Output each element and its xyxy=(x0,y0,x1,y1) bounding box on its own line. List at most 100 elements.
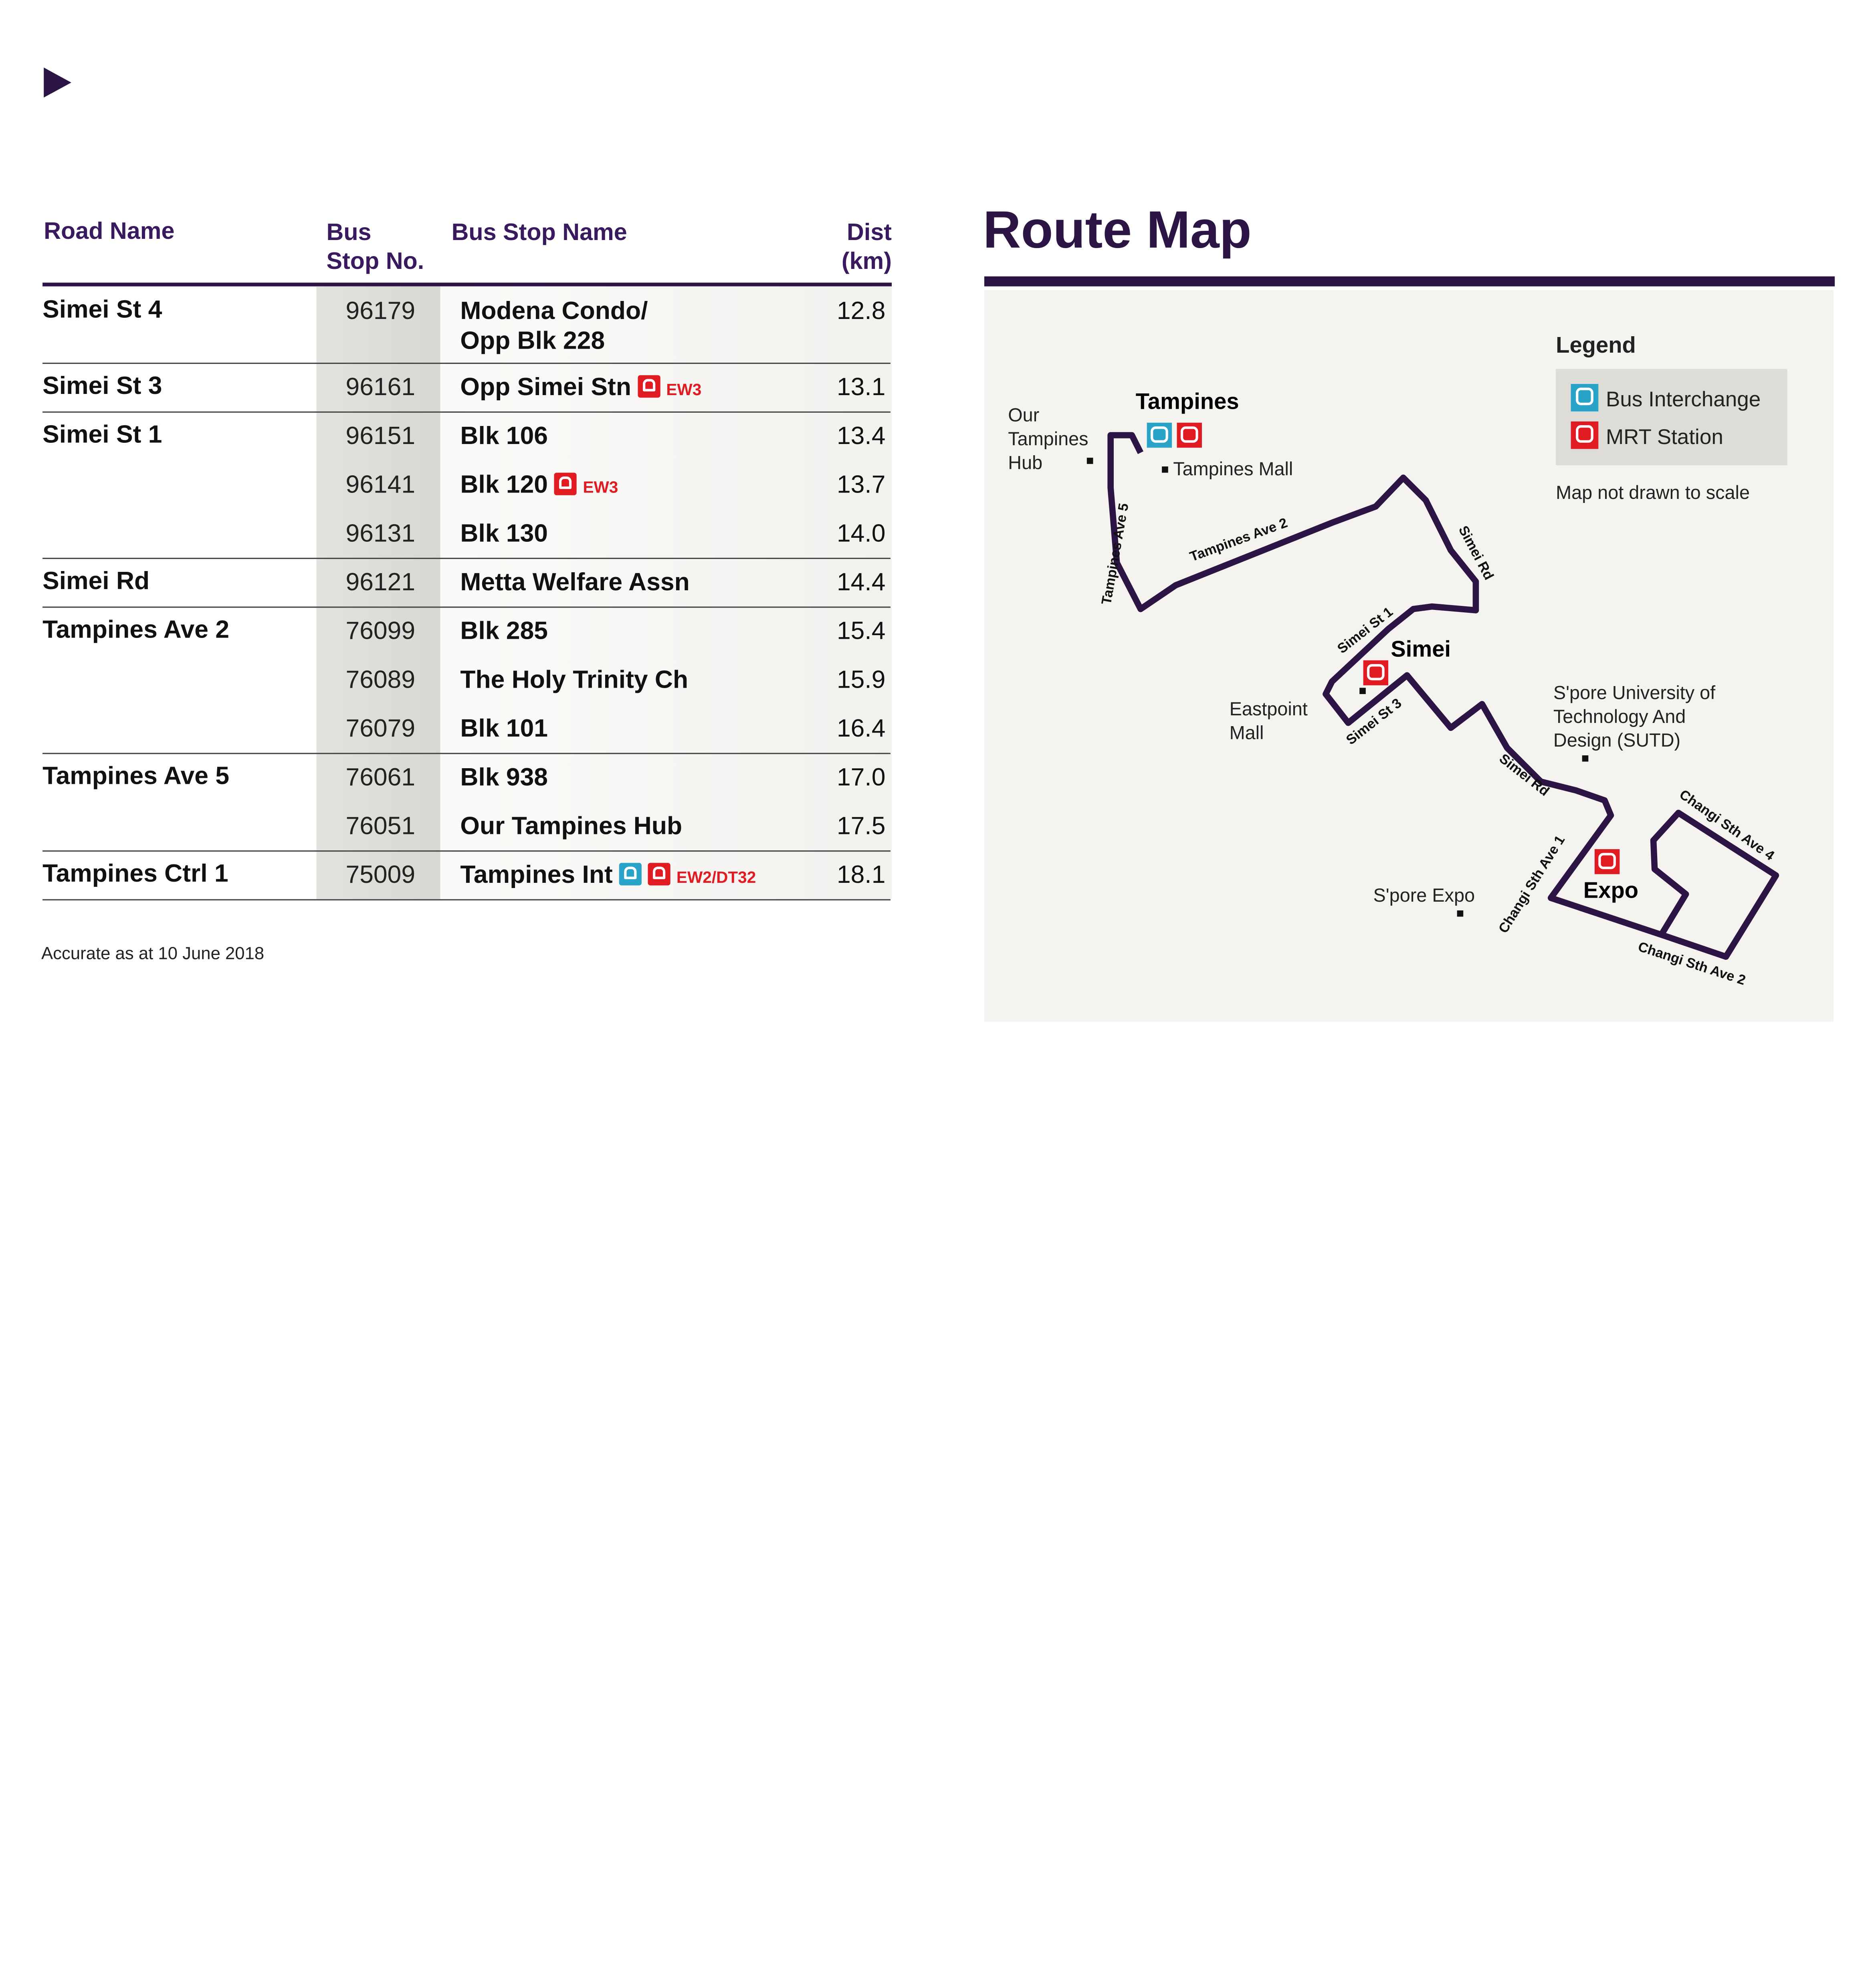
bus-stop-name-text: Blk 285 xyxy=(460,618,548,646)
bus-stop-no: 76061 xyxy=(345,764,416,792)
road-name: Simei St 1 xyxy=(42,421,162,449)
bus-stop-no: 96141 xyxy=(345,471,416,499)
simei-mrt-icon xyxy=(1363,660,1388,686)
mrt-station-icon xyxy=(554,472,577,495)
bus-stop-name-text: Modena Condo/ xyxy=(460,297,648,325)
bus-route-line xyxy=(1107,432,1779,960)
distance-km: 13.4 xyxy=(836,422,886,450)
bus-stop-name: Blk 938 xyxy=(460,763,548,793)
header-label: Bus xyxy=(326,220,372,246)
place-label: Design (SUTD) xyxy=(1553,730,1680,751)
play-arrow-icon xyxy=(44,67,71,98)
road-name: Simei St 4 xyxy=(42,296,162,324)
bus-stop-name-text: Blk 120 xyxy=(460,471,548,499)
distance-km: 14.0 xyxy=(836,520,886,548)
bus-stop-name: Blk 285 xyxy=(460,617,548,647)
distance-km: 14.4 xyxy=(836,569,886,597)
bus-stop-no: 96131 xyxy=(345,520,416,548)
landmark-marker xyxy=(1457,910,1464,917)
bus-stop-name: Modena Condo/Opp Blk 228 xyxy=(460,297,648,357)
bus-stop-name-text: The Holy Trinity Ch xyxy=(460,666,689,694)
road-name: Simei St 3 xyxy=(42,372,162,400)
distance-km: 15.4 xyxy=(836,618,886,646)
mrt-station-icon xyxy=(637,375,660,398)
row-divider xyxy=(42,363,891,364)
footnote: Accurate as at 10 June 2018 xyxy=(41,943,265,963)
bus-interchange-icon xyxy=(1571,384,1599,412)
place-label: Tampines Mall xyxy=(1173,458,1293,479)
bus-stop-no: 75009 xyxy=(345,862,416,889)
bus-stop-no: 76089 xyxy=(345,666,416,694)
place-label: Tampines xyxy=(1008,428,1088,449)
bus-stop-no: 76099 xyxy=(345,618,416,646)
tampines-mrt-icon xyxy=(1177,422,1202,448)
place-label: Mall xyxy=(1230,722,1264,743)
landmark-markers xyxy=(1086,458,1589,917)
row-divider xyxy=(42,850,891,852)
legend-box xyxy=(1556,369,1787,465)
place-label: S'pore University of xyxy=(1553,682,1716,703)
place-label: Hub xyxy=(1008,452,1042,473)
distance-km: 15.9 xyxy=(836,666,886,694)
header-divider xyxy=(42,283,892,287)
road-name: Simei Rd xyxy=(42,567,150,595)
stop-no-column-bg xyxy=(316,286,440,899)
station-label-expo: Expo xyxy=(1583,878,1638,903)
distance-km: 17.5 xyxy=(836,813,886,841)
tampines-bus-interchange-icon xyxy=(1147,422,1172,448)
header-label: Stop No. xyxy=(326,249,424,275)
station-label-simei: Simei xyxy=(1391,636,1451,661)
bus-stop-no: 96161 xyxy=(345,374,416,402)
distance-km: 18.1 xyxy=(836,862,886,889)
distance-km: 13.7 xyxy=(836,471,886,499)
place-label: S'pore Expo xyxy=(1373,885,1475,906)
bus-stop-name-text: Blk 938 xyxy=(460,764,548,792)
road-name: Tampines Ave 5 xyxy=(42,763,230,791)
bus-stop-name-text: Blk 130 xyxy=(460,520,548,548)
landmark-marker xyxy=(1582,755,1589,762)
row-divider xyxy=(42,557,891,559)
mrt-station-icon xyxy=(1571,421,1599,449)
road-label: Simei Rd xyxy=(1496,751,1552,799)
bus-stop-name: Our Tampines Hub xyxy=(460,811,682,842)
bus-stop-no: 96179 xyxy=(345,297,416,325)
bus-stop-name: Metta Welfare Assn xyxy=(460,568,689,598)
station-label-tampines: Tampines xyxy=(1136,388,1239,414)
distance-km: 16.4 xyxy=(836,715,886,743)
bus-stop-name-text: Blk 101 xyxy=(460,715,548,743)
bus-stop-no: 96151 xyxy=(345,422,416,450)
place-label: Technology And xyxy=(1553,706,1686,727)
bus-interchange-icon xyxy=(619,863,642,886)
mrt-station-icon xyxy=(648,863,670,886)
mrt-station-code: EW2/DT32 xyxy=(676,868,756,887)
place-label: Eastpoint xyxy=(1230,698,1308,719)
place-label: Our xyxy=(1008,405,1039,426)
bus-stop-name: Blk 106 xyxy=(460,422,548,452)
bus-stop-name-text: Metta Welfare Assn xyxy=(460,569,690,597)
route-map-title: Route Map xyxy=(983,200,1252,259)
legend-title: Legend xyxy=(1556,332,1636,357)
bus-stop-name: Blk 130 xyxy=(460,519,548,549)
bus-stop-name: Blk 120 EW3 xyxy=(460,470,618,503)
scale-note: Map not drawn to scale xyxy=(1556,482,1750,503)
mrt-station-code: EW3 xyxy=(583,478,618,497)
bus-stop-name-text: Tampines Int xyxy=(460,862,613,889)
bus-stop-name-text: Our Tampines Hub xyxy=(460,813,683,841)
bus-stop-name-line2: Opp Blk 228 xyxy=(460,327,605,355)
header-dist: Dist (km) xyxy=(826,219,892,277)
bus-stop-name: Blk 101 xyxy=(460,714,548,744)
header-label: (km) xyxy=(841,249,892,275)
mrt-station-code: EW3 xyxy=(666,380,702,399)
road-label: Tampines Ave 5 xyxy=(1099,502,1132,606)
distance-km: 12.8 xyxy=(836,297,886,325)
bus-stop-name: Tampines Int EW2/DT32 xyxy=(460,860,756,893)
header-label: Dist xyxy=(847,220,892,246)
row-divider xyxy=(42,899,891,900)
title-underline xyxy=(984,276,1835,287)
expo-mrt-icon xyxy=(1594,849,1620,874)
road-name: Tampines Ctrl 1 xyxy=(42,860,228,888)
